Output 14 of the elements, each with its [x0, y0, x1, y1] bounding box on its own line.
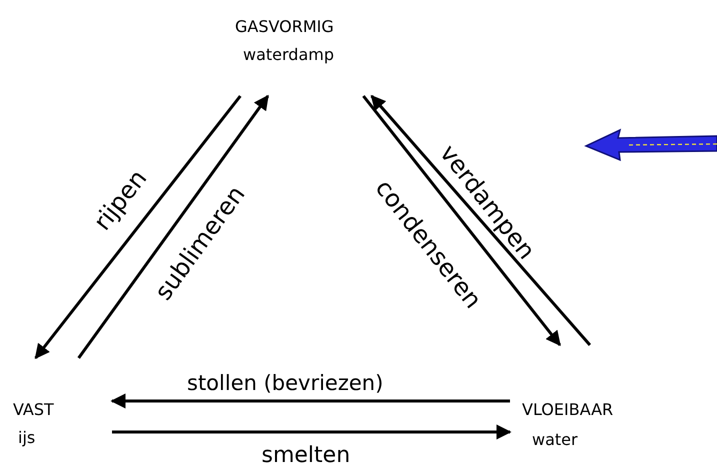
arrow: [370, 94, 592, 346]
substance-name: waterdamp: [243, 45, 334, 64]
substance-name: water: [532, 430, 578, 449]
state-name: VLOEIBAAR: [522, 400, 614, 419]
arrow: [110, 394, 510, 408]
state-name: VAST: [13, 400, 54, 419]
substance-name: ijs: [18, 428, 36, 447]
edge-label: stollen (bevriezen): [187, 371, 384, 395]
arrow: [34, 95, 242, 360]
edge-label: smelten: [262, 442, 350, 466]
state-name: GASVORMIG: [235, 17, 334, 36]
arrow: [112, 424, 512, 440]
arrow: [77, 94, 270, 359]
arrow: [362, 95, 562, 346]
